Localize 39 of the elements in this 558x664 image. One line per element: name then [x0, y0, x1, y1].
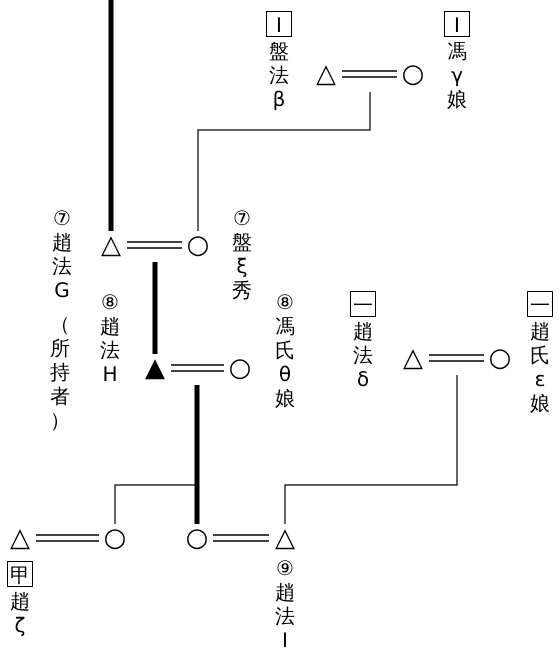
triangle-symbol: △	[312, 60, 340, 88]
circle-symbol: ○	[486, 344, 514, 372]
circle-symbol: ○	[399, 60, 427, 88]
marriage-line	[341, 70, 398, 78]
marriage-line	[212, 534, 270, 542]
circle-symbol: ○	[226, 354, 254, 382]
descent-line	[152, 262, 158, 354]
triangle-symbol: △	[271, 524, 299, 552]
circle-symbol: ○	[184, 231, 212, 259]
name-label: ⑧馮氏θ娘	[274, 290, 296, 410]
marriage-line	[170, 364, 225, 372]
filled-triangle-symbol: ▲	[141, 354, 169, 382]
circle-symbol: ○	[101, 524, 129, 552]
name-label: 盤法β	[268, 39, 290, 111]
lineage-mark: 一	[527, 291, 553, 317]
name-label: 馮γ娘	[446, 39, 468, 111]
role-note: （所持者）	[49, 312, 71, 432]
marriage-line	[428, 354, 485, 362]
lineage-mark: Ⅰ	[444, 11, 470, 37]
name-label: ⑦趙法G	[51, 206, 73, 302]
descent-line	[284, 375, 458, 524]
descent-line	[197, 92, 371, 231]
descent-line	[108, 0, 114, 231]
triangle-symbol: △	[6, 524, 34, 552]
triangle-symbol: △	[399, 344, 427, 372]
lineage-mark: 甲	[7, 561, 33, 587]
marriage-line	[126, 241, 183, 249]
marriage-line	[35, 534, 100, 542]
name-label: ⑦盤ξ秀	[231, 206, 253, 302]
name-label: ⑧趙法H	[99, 290, 121, 386]
name-label: 趙法δ	[352, 319, 374, 391]
triangle-symbol: △	[97, 231, 125, 259]
lineage-mark: 一	[350, 291, 376, 317]
name-label: 趙ζ	[9, 589, 31, 637]
name-label: ⑨趙法I	[274, 556, 296, 652]
descent-line	[194, 385, 200, 524]
circle-symbol: ○	[183, 524, 211, 552]
name-label: 趙氏ε娘	[529, 319, 551, 415]
lineage-mark: Ⅰ	[266, 11, 292, 37]
